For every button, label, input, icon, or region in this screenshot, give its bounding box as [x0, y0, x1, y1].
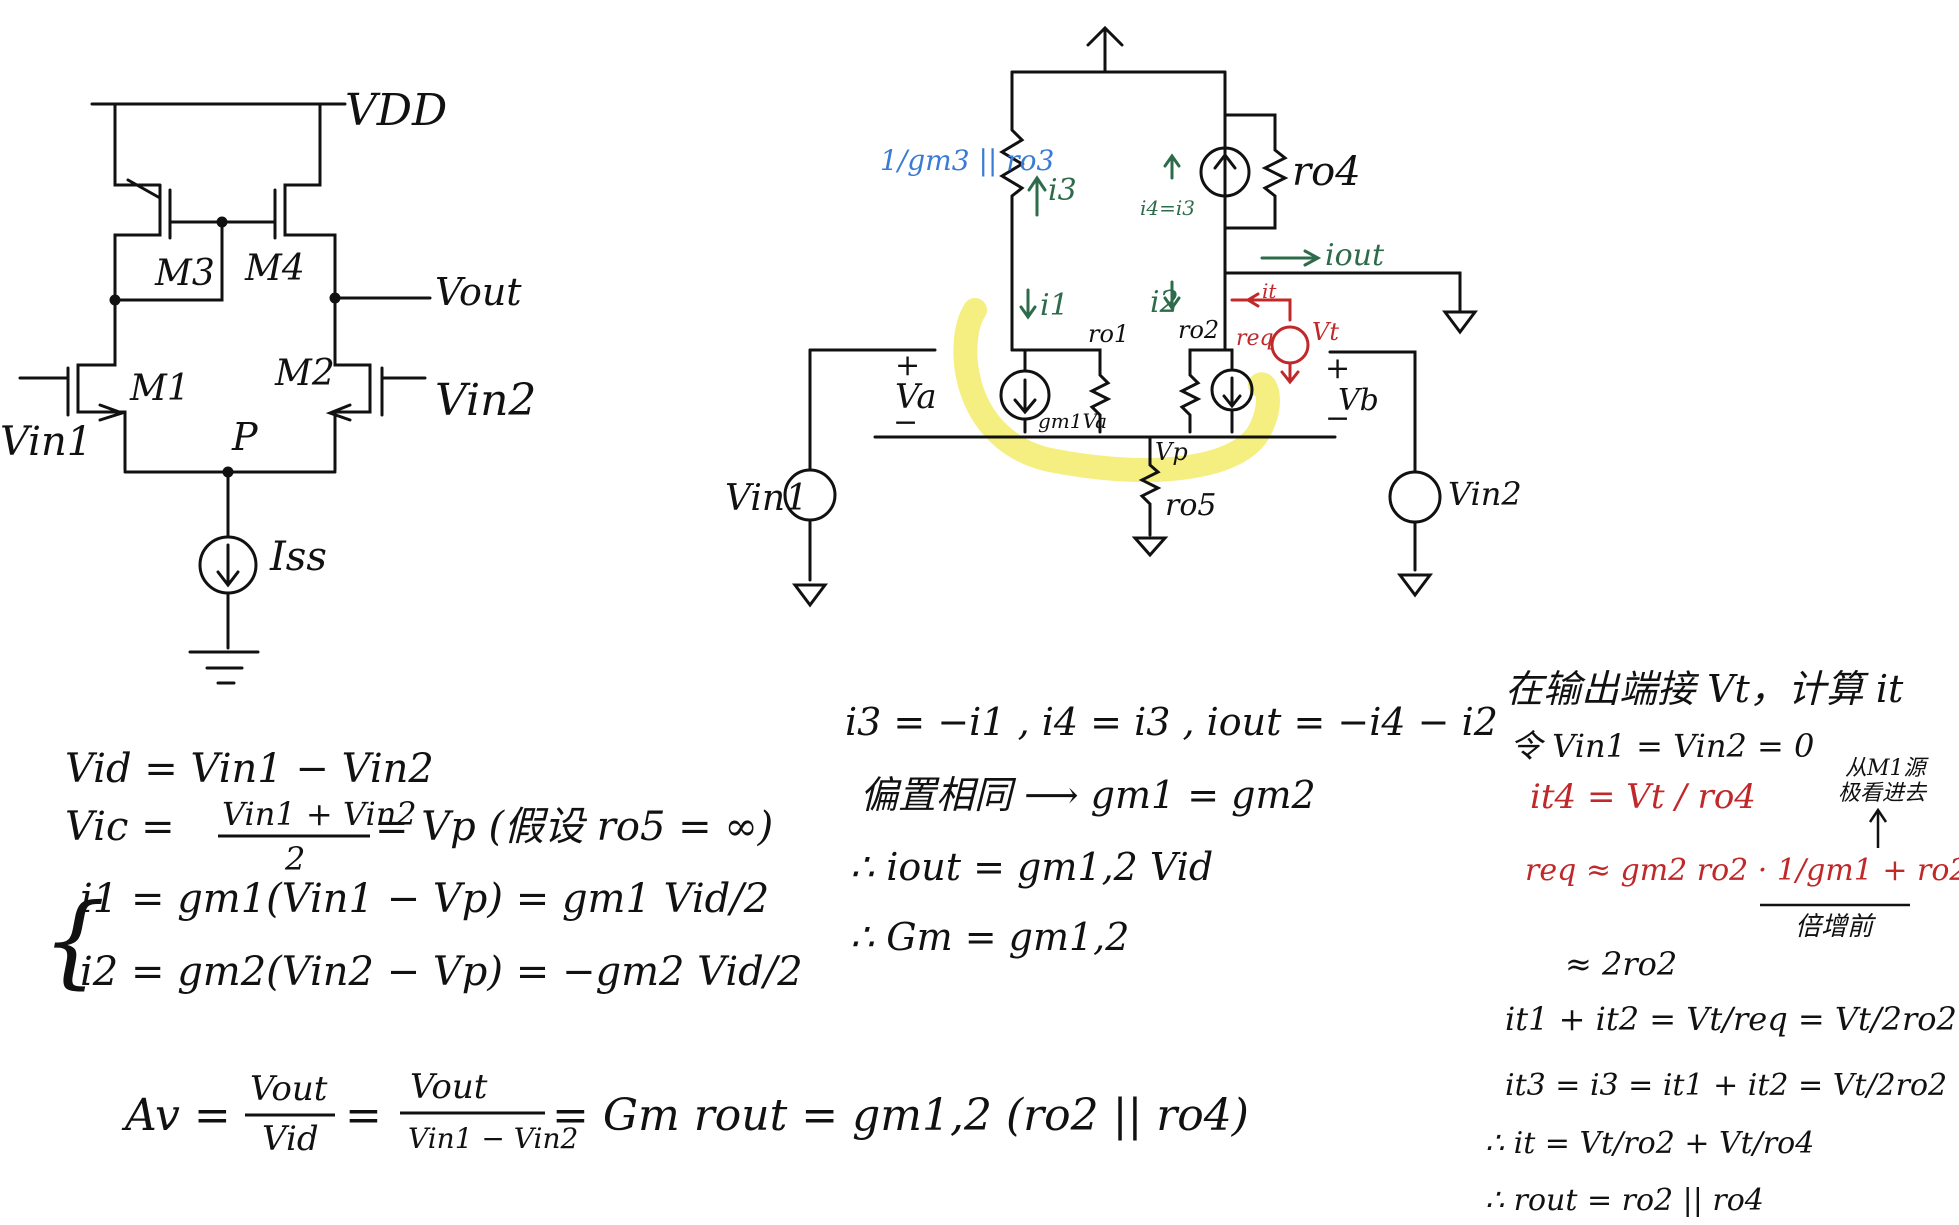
eq-vic-rhs: = Vp (假设 ro5 = ∞)	[375, 804, 773, 850]
label-i2: i2	[1150, 285, 1179, 320]
av-f2-num: Vout	[410, 1067, 488, 1107]
eq-i2: i2 = gm2(Vin2 − Vp) = −gm2 Vid/2	[80, 949, 803, 995]
eq-vic-num: Vin1 + Vin2	[222, 795, 417, 833]
right-it12: it1 + it2 = Vt/req = Vt/2ro2	[1505, 1000, 1957, 1038]
differential-pair-schematic	[18, 102, 432, 685]
label-gm1va: gm1Va	[1038, 409, 1107, 433]
right-approx: ≈ 2ro2	[1565, 945, 1677, 983]
right-note-bottom: 倍增前	[1795, 912, 1877, 942]
eq-i1: i1 = gm1(Vin1 − Vp) = gm1 Vid/2	[80, 876, 769, 922]
eq-vid: Vid = Vin1 − Vin2	[65, 746, 434, 792]
label-m3: M3	[154, 253, 215, 294]
av-equation: Av = Vout Vid = Vout Vin1 − Vin2 = Gm ro…	[121, 1067, 1249, 1159]
av-rhs: = Gm rout = gm1,2 (ro2 || ro4)	[552, 1090, 1249, 1141]
highlight-path	[953, 298, 1280, 482]
right-rout: ∴ rout = ro2 || ro4	[1485, 1183, 1764, 1218]
label-p: P	[231, 415, 259, 459]
label-vout: Vout	[435, 270, 522, 314]
differential-pair-labels: VDD M3 M4 Vout Vin1 M1 M2 Vin2 P Iss	[0, 85, 536, 580]
mid-line2: 偏置相同 ⟶ gm1 = gm2	[860, 773, 1316, 817]
right-line1: 令 Vin1 = Vin2 = 0	[1510, 727, 1814, 765]
label-i3: i3	[1048, 173, 1077, 208]
mid-line4: ∴ Gm = gm1,2	[850, 915, 1129, 959]
label-m4: M4	[244, 248, 305, 289]
label-m1: M1	[129, 368, 190, 409]
label-vb-minus: −	[1325, 401, 1350, 436]
av-f2-den: Vin1 − Vin2	[408, 1122, 578, 1155]
left-equations: Vid = Vin1 − Vin2 Vic = Vin1 + Vin2 2 = …	[42, 746, 803, 999]
label-ro3-eq: 1/gm3 || ro3	[880, 144, 1054, 177]
eq-vic-lhs: Vic =	[65, 804, 175, 850]
label-iss: Iss	[269, 534, 327, 580]
label-vt: Vt	[1312, 318, 1339, 346]
label-vdd: VDD	[345, 85, 447, 136]
label-vin1: Vin1	[0, 419, 92, 465]
label-vin1-src: Vin1	[725, 478, 808, 519]
right-it: ∴ it = Vt/ro2 + Vt/ro4	[1485, 1126, 1814, 1161]
av-f1-num: Vout	[250, 1069, 328, 1109]
right-it3: it3 = i3 = it1 + it2 = Vt/2ro2	[1505, 1068, 1947, 1103]
label-ro1: ro1	[1088, 320, 1129, 348]
eq-vic-den: 2	[284, 840, 305, 878]
right-note-top2: 极看进去	[1838, 781, 1928, 806]
right-title: 在输出端接 Vt，计算 it	[1505, 667, 1904, 711]
av-f1-den: Vid	[262, 1119, 319, 1159]
small-signal-circuit	[783, 25, 1478, 608]
label-vb-plus: +	[1325, 351, 1350, 386]
eq-brace: {	[42, 882, 106, 999]
label-it: it	[1262, 279, 1277, 303]
middle-equations: i3 = −i1 , i4 = i3 , iout = −i4 − i2 偏置相…	[845, 700, 1498, 959]
label-i1: i1	[1040, 288, 1069, 323]
label-m2: M2	[274, 353, 335, 394]
label-vin2: Vin2	[435, 375, 536, 426]
mid-line3: ∴ iout = gm1,2 Vid	[850, 845, 1213, 889]
right-equations: 在输出端接 Vt，计算 it 令 Vin1 = Vin2 = 0 it4 = V…	[1485, 667, 1959, 1218]
small-signal-labels: 1/gm3 || ro3 i3 i4=i3 ro4 iout i1 i2 it …	[725, 144, 1522, 523]
right-it4: it4 = Vt / ro4	[1530, 777, 1756, 817]
label-iout: iout	[1325, 238, 1385, 273]
mid-line1: i3 = −i1 , i4 = i3 , iout = −i4 − i2	[845, 700, 1498, 744]
right-req: req ≈ gm2 ro2 · 1/gm1 + ro2 + 1/gm1	[1525, 853, 1959, 888]
label-va-minus: −	[893, 405, 918, 440]
label-req: req	[1236, 326, 1274, 351]
label-ro2: ro2	[1178, 316, 1219, 344]
label-vp: Vp	[1155, 438, 1188, 466]
label-ro5: ro5	[1165, 488, 1217, 523]
label-i4-eq-i3: i4=i3	[1140, 196, 1195, 220]
av-lhs: Av =	[121, 1090, 231, 1141]
right-note-top: 从M1源	[1845, 756, 1930, 781]
av-eq1: =	[345, 1090, 382, 1141]
label-va: Va	[895, 377, 937, 417]
label-ro4: ro4	[1292, 149, 1361, 195]
label-vb: Vb	[1338, 383, 1379, 418]
label-vin2-src: Vin2	[1448, 475, 1522, 513]
label-va-plus: +	[895, 348, 920, 383]
